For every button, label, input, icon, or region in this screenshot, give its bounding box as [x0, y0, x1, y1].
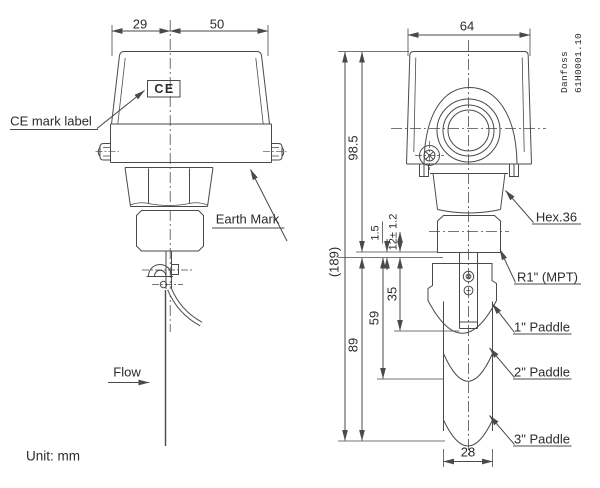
dim-29-label: 29	[132, 16, 148, 32]
front-side-screw-right	[263, 143, 287, 161]
front-paddle-clamp	[142, 251, 192, 289]
paddle3-leader	[489, 415, 572, 447]
earth-label-leader	[212, 169, 288, 242]
front-hex-nut	[124, 167, 214, 207]
side-thread	[429, 215, 509, 253]
extension-lines	[338, 51, 460, 442]
dim-98-5-label: 98.5	[345, 135, 360, 161]
cover-screw	[415, 141, 444, 170]
dim-59-label: 59	[366, 310, 382, 325]
ce-mark-text: CE	[154, 81, 175, 96]
front-paddle	[164, 287, 203, 446]
ce-mark-box	[147, 80, 181, 98]
dim-28	[443, 449, 493, 467]
unit-note: Unit: mm	[26, 448, 80, 464]
dim-12-label: 12± 1.2	[387, 213, 399, 250]
earth-mark-label: Earth Mark	[215, 211, 280, 227]
brand-part-number: Danfoss 61H0001.10	[558, 33, 586, 93]
paddle2-leader	[489, 347, 572, 380]
side-view	[338, 28, 581, 467]
hex36-label: Hex.36	[535, 209, 578, 224]
thread-leader	[499, 249, 581, 285]
hex36-leader	[505, 190, 581, 225]
front-view	[10, 20, 288, 446]
paddle1-leader	[492, 303, 572, 335]
side-hex-nut	[432, 173, 506, 214]
ce-mark-label: CE mark label	[10, 113, 92, 128]
side-base-tabs	[419, 164, 519, 177]
dim-1-5	[382, 221, 390, 270]
dim-35-label: 35	[384, 286, 399, 302]
dim-64-label: 64	[459, 18, 475, 34]
dim-89-label: 89	[345, 337, 360, 353]
side-paddle-holder	[427, 252, 497, 334]
dim-29-50	[111, 25, 269, 56]
dim-28-label: 28	[460, 444, 476, 460]
paddle3-label: 3" Paddle	[514, 431, 570, 446]
dim-189-label: (189)	[326, 246, 341, 278]
brand-name: Danfoss	[559, 50, 571, 94]
paddle2-label: 2" Paddle	[514, 364, 570, 379]
front-housing	[110, 51, 272, 163]
front-side-screw-left	[95, 143, 119, 161]
thread-label: R1" (MPT)	[517, 269, 578, 284]
side-paddles	[443, 301, 493, 447]
front-thread	[136, 210, 204, 252]
paddle1-label: 1" Paddle	[514, 319, 570, 334]
flow-label: Flow	[113, 364, 141, 380]
part-number: 61H0001.10	[573, 32, 584, 94]
dim-50-label: 50	[209, 16, 225, 32]
side-housing	[406, 51, 532, 165]
dim-1-5-label: 1.5	[369, 224, 382, 241]
ce-label-leader	[10, 90, 145, 130]
